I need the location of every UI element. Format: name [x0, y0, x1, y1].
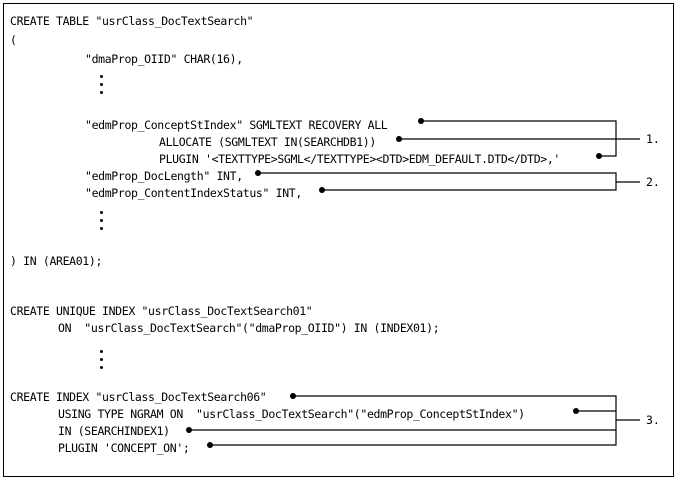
code-line-13: USING TYPE NGRAM ON "usrClass_DocTextSea…: [58, 407, 525, 421]
code-line-8: "edmProp_ContentIndexStatus" INT,: [85, 186, 302, 200]
callout-dot: [573, 408, 579, 414]
callout-dot: [396, 136, 402, 142]
ellipsis-vertical-3: [100, 350, 104, 374]
callout-3-bracket: [210, 395, 617, 446]
code-line-10: CREATE UNIQUE INDEX "usrClass_DocTextSea…: [10, 304, 313, 318]
callout-dot: [596, 153, 602, 159]
code-line-15: PLUGIN 'CONCEPT_ON';: [58, 441, 190, 455]
callout-label-2: 2.: [646, 175, 660, 189]
callout-2-bracket: [258, 172, 617, 191]
document-frame: CREATE TABLE "usrClass_DocTextSearch" ( …: [3, 3, 674, 477]
code-line-9: ) IN (AREA01);: [10, 254, 103, 268]
code-line-14: IN (SEARCHINDEX1): [58, 424, 170, 438]
callout-dot: [319, 187, 325, 193]
ellipsis-vertical-1: [100, 75, 104, 99]
callout-dot: [186, 427, 192, 433]
code-line-2: (: [10, 33, 17, 47]
code-line-7: "edmProp_DocLength" INT,: [85, 169, 243, 183]
callout-dot: [255, 170, 261, 176]
callout-label-1: 1.: [646, 132, 660, 146]
code-line-4: "edmProp_ConceptStIndex" SGMLTEXT RECOVE…: [85, 118, 388, 132]
code-line-12: CREATE INDEX "usrClass_DocTextSearch06": [10, 390, 267, 404]
code-line-6: PLUGIN '<TEXTTYPE>SGML</TEXTTYPE><DTD>ED…: [159, 152, 560, 166]
code-line-1: CREATE TABLE "usrClass_DocTextSearch": [10, 14, 254, 28]
code-line-3: "dmaProp_OIID" CHAR(16),: [85, 52, 243, 66]
callout-dot: [418, 118, 424, 124]
callout-dot: [290, 393, 296, 399]
callout-dot: [207, 442, 213, 448]
callout-label-3: 3.: [646, 413, 660, 427]
code-line-11: ON "usrClass_DocTextSearch"("dmaProp_OII…: [58, 321, 440, 335]
code-line-5: ALLOCATE (SGMLTEXT IN(SEARCHDB1)): [159, 135, 376, 149]
ellipsis-vertical-2: [100, 211, 104, 235]
